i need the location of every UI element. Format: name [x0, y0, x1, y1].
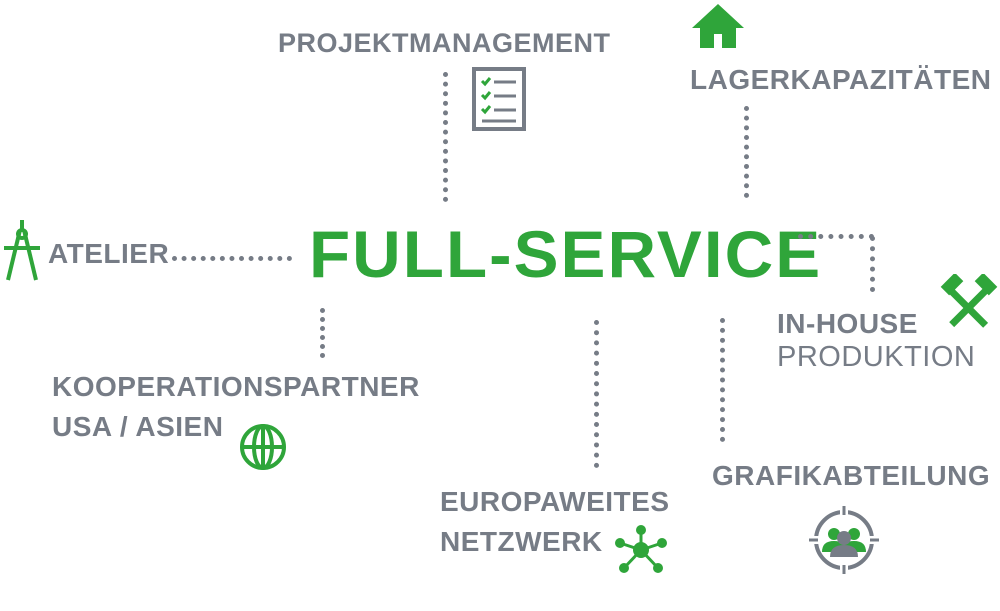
node-lagerkapazitaeten: LAGERKAPAZITÄTEN	[690, 64, 992, 95]
node-projektmanagement: PROJEKTMANAGEMENT	[278, 28, 611, 58]
node-grafikabteilung: GRAFIKABTEILUNG	[712, 460, 991, 491]
connector-line	[744, 106, 749, 198]
connector-line	[720, 318, 725, 442]
node-kooperation-line1: KOOPERATIONSPARTNER	[52, 371, 420, 402]
compass-icon	[4, 220, 40, 281]
connector-line	[172, 256, 292, 261]
globe-icon	[240, 424, 286, 470]
connector-line	[443, 72, 448, 202]
hammers-icon	[940, 274, 998, 328]
node-inhouse-line1: IN-HOUSE	[777, 308, 918, 339]
house-icon	[692, 4, 744, 48]
connector-line	[798, 234, 874, 239]
node-europa-line1: EUROPAWEITES	[440, 486, 670, 517]
connector-line	[870, 236, 875, 292]
connector-line	[594, 320, 599, 468]
connector-line	[320, 308, 325, 358]
node-kooperation-line2: USA / ASIEN	[52, 411, 224, 442]
node-inhouse-line2: PRODUKTION	[777, 341, 976, 373]
node-atelier: ATELIER	[48, 238, 170, 269]
team-target-icon	[809, 506, 879, 574]
checklist-icon	[472, 67, 526, 131]
center-title: FULL-SERVICE	[308, 217, 823, 291]
network-icon	[615, 525, 667, 573]
node-europa-line2: NETZWERK	[440, 526, 603, 557]
